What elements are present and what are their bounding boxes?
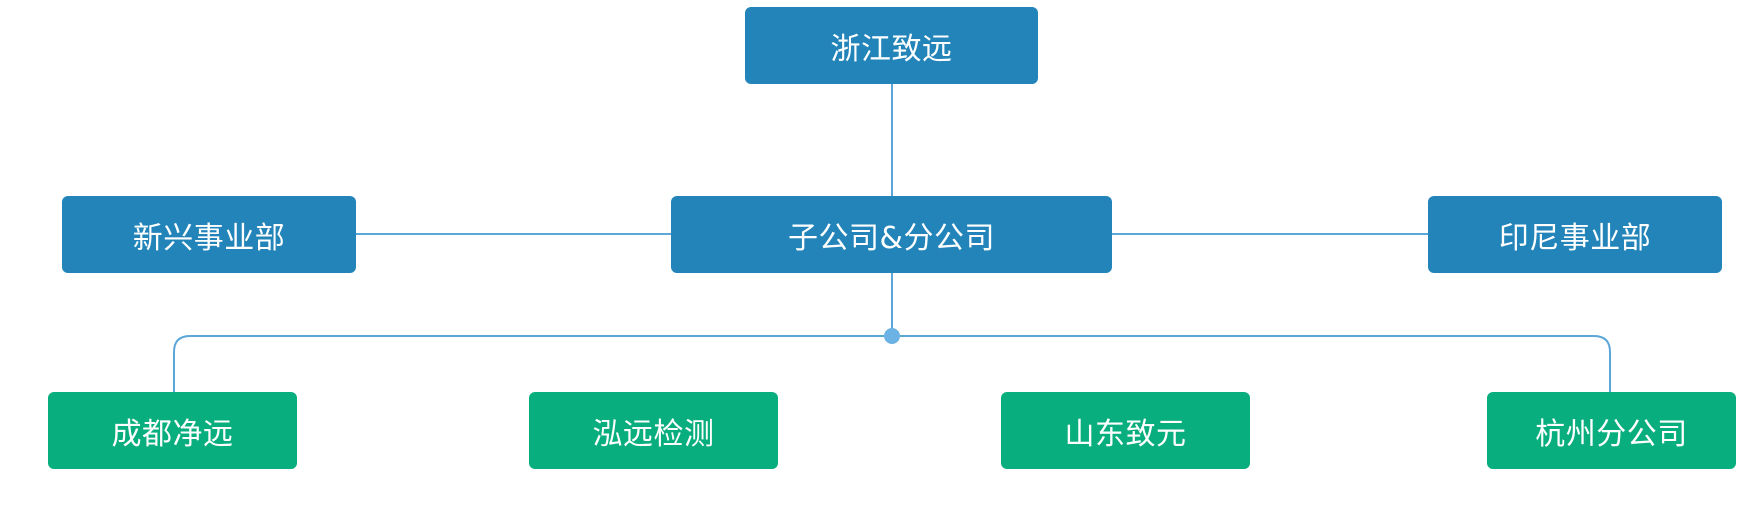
node-child-4-label: 杭州分公司	[1535, 416, 1688, 452]
node-right-division[interactable]: 印尼事业部	[1428, 196, 1722, 273]
node-child-3[interactable]: 山东致元	[1001, 392, 1250, 469]
node-child-1-label: 成都净远	[111, 416, 234, 452]
node-subsidiaries-label: 子公司&分公司	[788, 220, 995, 256]
node-child-1[interactable]: 成都净远	[48, 392, 297, 469]
node-root[interactable]: 浙江致远	[745, 7, 1038, 84]
connector-children-bus	[173, 335, 1611, 392]
junction-dot	[884, 328, 900, 344]
node-child-3-label: 山东致元	[1064, 416, 1187, 452]
node-child-2[interactable]: 泓远检测	[529, 392, 778, 469]
node-child-4[interactable]: 杭州分公司	[1487, 392, 1736, 469]
node-left-division-label: 新兴事业部	[132, 220, 286, 256]
node-root-label: 浙江致远	[830, 31, 953, 67]
node-subsidiaries[interactable]: 子公司&分公司	[671, 196, 1112, 273]
node-child-2-label: 泓远检测	[592, 416, 715, 452]
node-left-division[interactable]: 新兴事业部	[62, 196, 356, 273]
node-right-division-label: 印尼事业部	[1498, 220, 1652, 256]
